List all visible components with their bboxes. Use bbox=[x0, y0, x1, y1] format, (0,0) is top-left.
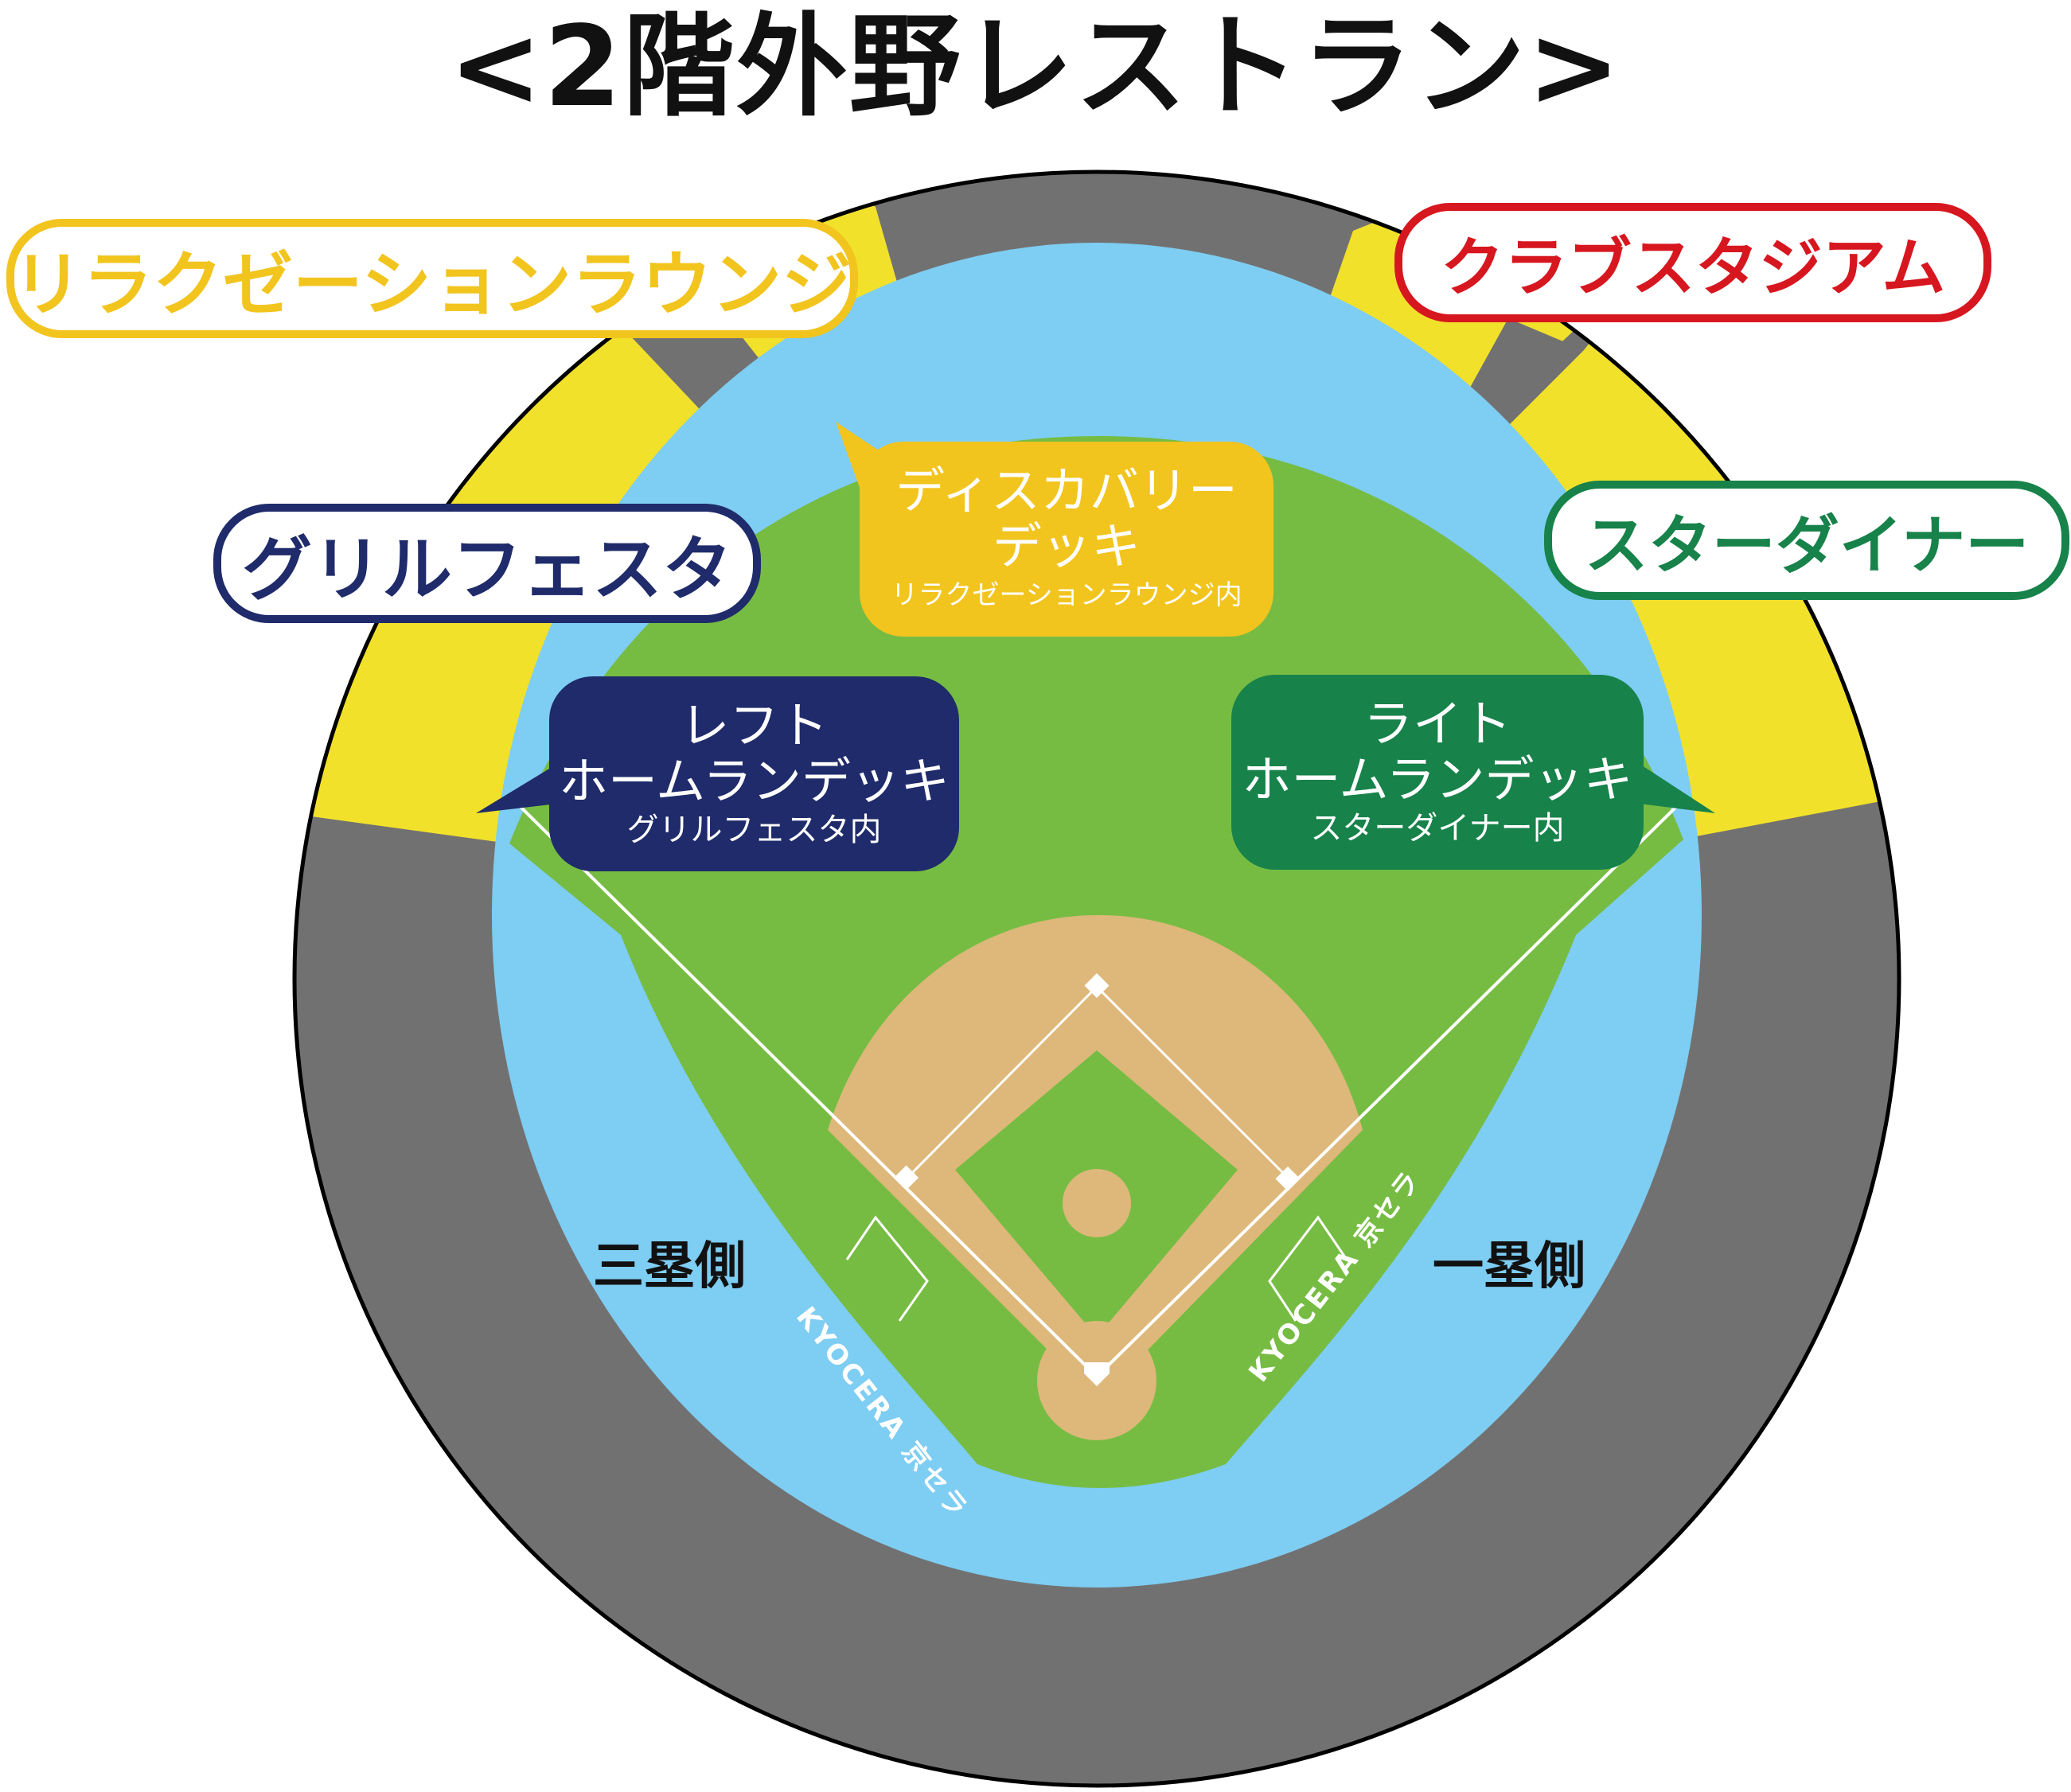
stadium-outline bbox=[292, 169, 1901, 1788]
base-path-3-2 bbox=[906, 985, 1098, 1179]
club-stadium-label[interactable]: クラブスタジアム bbox=[1394, 203, 1991, 322]
right-hr-deck-callout[interactable]: ライト ホームランデッキ スターダイナー内 bbox=[1231, 675, 1644, 870]
base-path-2-1 bbox=[1095, 985, 1289, 1179]
third-base-line bbox=[516, 802, 1098, 1378]
third-base-side-label: 三塁側 bbox=[593, 1237, 746, 1296]
left-deck-bubble-tail bbox=[476, 764, 557, 813]
third-base bbox=[894, 1165, 919, 1190]
star-diner-text: スターダイナー bbox=[1584, 508, 2030, 582]
grill-festa-text: グリルフェスタ bbox=[241, 528, 732, 610]
grill-festa-label[interactable]: グリルフェスタ bbox=[213, 504, 761, 623]
right-deck-line1: ライト bbox=[1363, 694, 1511, 753]
left-deck-sub: グリルフェスタ内 bbox=[626, 811, 882, 848]
left-deck-line1: レフト bbox=[680, 695, 829, 754]
star-diner-label[interactable]: スターダイナー bbox=[1544, 481, 2069, 600]
first-base-side-label: 一塁側 bbox=[1433, 1237, 1585, 1296]
left-lower-gray bbox=[294, 796, 509, 1034]
pitchers-mound bbox=[1063, 1169, 1131, 1237]
first-base-line bbox=[1095, 802, 1681, 1378]
right-deck-sub: スターダイナー内 bbox=[1310, 809, 1565, 847]
discovery-line1: ディスカバリー bbox=[895, 461, 1238, 520]
discovery-deck-callout[interactable]: ディスカバリー デッキ リラクゼーションラウンジ内 bbox=[860, 442, 1273, 637]
second-base bbox=[1084, 973, 1110, 999]
club-stadium-text: クラブスタジアム bbox=[1440, 231, 1946, 305]
first-coach-box bbox=[1268, 1215, 1348, 1322]
discovery-line2: デッキ bbox=[992, 516, 1141, 575]
right-deck-bubble-tail bbox=[1640, 764, 1715, 813]
relaxation-lounge-label[interactable]: リラクゼーションラウンジ bbox=[6, 219, 858, 338]
home-plate bbox=[1084, 1362, 1110, 1386]
left-deck-line2: ホームランデッキ bbox=[558, 751, 950, 810]
discovery-sub: リラクゼーションラウンジ内 bbox=[891, 579, 1242, 611]
page-title: <2階外野レストラン> bbox=[448, 2, 1623, 132]
third-coach-box bbox=[845, 1215, 929, 1322]
right-deck-line2: ホームランデッキ bbox=[1242, 750, 1633, 808]
first-base bbox=[1275, 1166, 1301, 1191]
relaxation-lounge-text: リラクゼーションラウンジ bbox=[12, 243, 852, 325]
left-hr-deck-callout[interactable]: レフト ホームランデッキ グリルフェスタ内 bbox=[549, 676, 959, 871]
